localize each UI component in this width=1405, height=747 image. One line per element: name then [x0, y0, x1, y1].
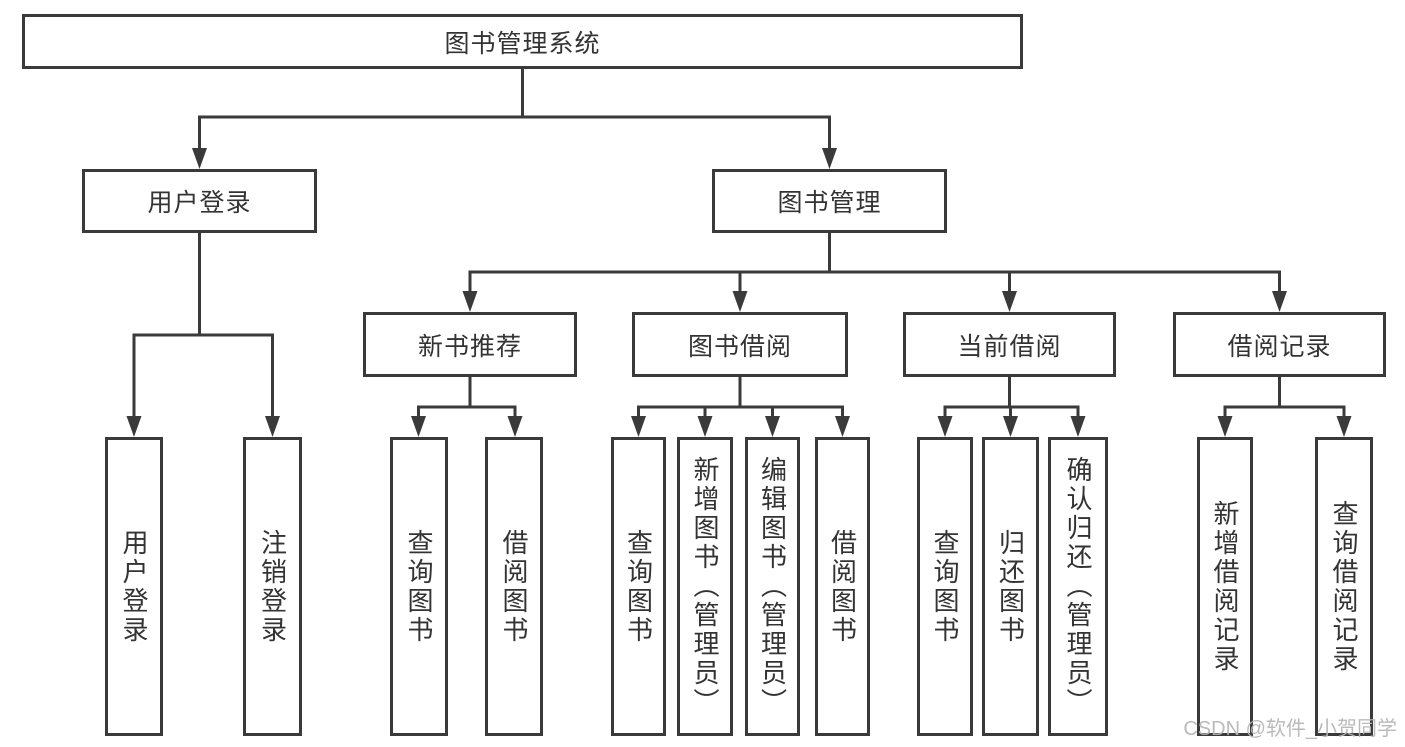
arrow-down-icon [265, 416, 280, 437]
arrow-down-icon [1002, 291, 1017, 312]
arrow-down-icon [411, 416, 426, 437]
node-currentborrow-query-label: 查询图书 [930, 528, 960, 645]
arrow-down-icon [822, 148, 837, 169]
node-user-login-label: 用户登录 [147, 189, 252, 217]
node-current-borrow: 当前借阅 [903, 312, 1116, 377]
arrow-down-icon [507, 416, 523, 437]
arrow-down-icon [1003, 416, 1018, 437]
arrow-down-icon [732, 291, 748, 312]
node-newbooks-query: 查询图书 [390, 437, 448, 736]
node-currentborrow-return: 归还图书 [982, 437, 1039, 736]
node-currentborrow-query: 查询图书 [917, 437, 973, 736]
arrow-down-icon [631, 416, 646, 437]
arrow-down-icon [1336, 416, 1352, 437]
node-records-query: 查询借阅记录 [1315, 437, 1373, 736]
arrow-down-icon [1070, 416, 1086, 437]
arrow-down-icon [765, 416, 780, 437]
arrow-down-icon [126, 416, 142, 437]
node-root-label: 图书管理系统 [444, 29, 601, 58]
node-newbooks-borrow-label: 借阅图书 [499, 528, 529, 645]
node-records-add-label: 新增借阅记录 [1210, 499, 1240, 674]
arrow-down-icon [1217, 416, 1233, 437]
node-login-label: 用户登录 [119, 528, 149, 645]
node-book-borrow-label: 图书借阅 [687, 332, 792, 361]
node-new-books-label: 新书推荐 [417, 332, 522, 361]
node-currentborrow-confirm-label: 确认归还（管理员） [1063, 456, 1093, 717]
node-bookborrow-query: 查询图书 [611, 437, 666, 736]
node-bookborrow-edit: 编辑图书（管理员） [745, 437, 800, 736]
node-records-add: 新增借阅记录 [1197, 437, 1253, 736]
node-logout-label: 注销登录 [257, 528, 288, 645]
arrow-down-icon [192, 148, 207, 169]
node-book-borrow: 图书借阅 [632, 312, 848, 377]
arrow-down-icon [1272, 291, 1287, 312]
node-borrow-records: 借阅记录 [1173, 312, 1386, 377]
node-bookborrow-borrow: 借阅图书 [815, 437, 870, 736]
node-book-mgmt-label: 图书管理 [777, 189, 882, 217]
node-root: 图书管理系统 [22, 14, 1023, 69]
watermark: CSDN @软件_小贺同学 [1183, 718, 1397, 740]
node-newbooks-query-label: 查询图书 [404, 528, 434, 645]
node-bookborrow-query-label: 查询图书 [623, 528, 654, 645]
arrow-down-icon [697, 416, 713, 437]
node-currentborrow-return-label: 归还图书 [995, 528, 1026, 645]
node-book-mgmt: 图书管理 [712, 169, 947, 233]
arrow-down-icon [835, 416, 850, 437]
node-bookborrow-borrow-label: 借阅图书 [827, 528, 858, 645]
node-bookborrow-edit-label: 编辑图书（管理员） [757, 456, 788, 717]
node-bookborrow-add: 新增图书（管理员） [677, 437, 733, 736]
node-borrow-records-label: 借阅记录 [1227, 332, 1332, 361]
arrow-down-icon [937, 416, 953, 437]
node-bookborrow-add-label: 新增图书（管理员） [690, 456, 720, 717]
arrow-down-icon [462, 291, 478, 312]
node-records-query-label: 查询借阅记录 [1329, 499, 1359, 674]
node-new-books: 新书推荐 [363, 312, 577, 377]
node-current-borrow-label: 当前借阅 [957, 332, 1062, 361]
node-logout: 注销登录 [243, 437, 302, 736]
node-currentborrow-confirm: 确认归还（管理员） [1048, 437, 1108, 736]
node-newbooks-borrow: 借阅图书 [485, 437, 543, 736]
node-user-login: 用户登录 [82, 169, 317, 233]
node-login: 用户登录 [105, 437, 163, 736]
